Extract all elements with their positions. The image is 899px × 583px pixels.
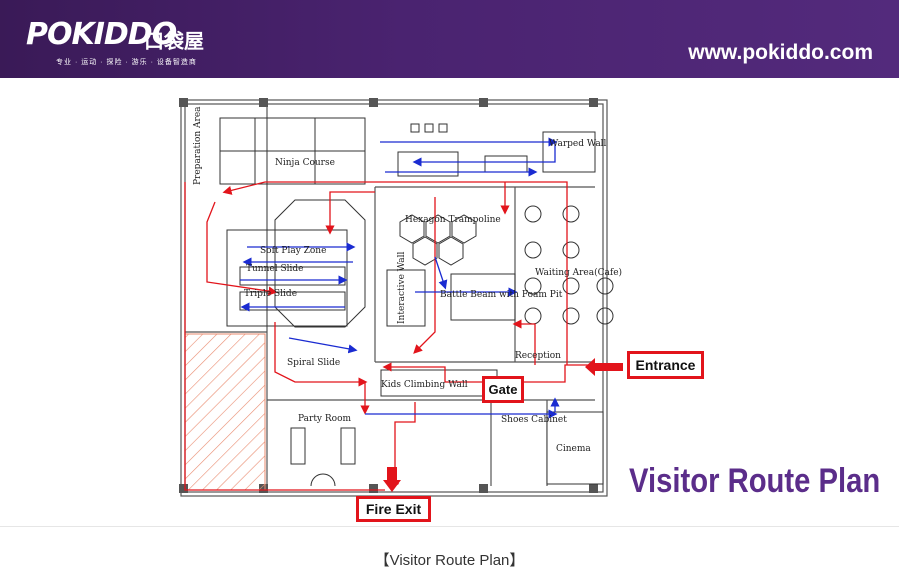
cinema-room xyxy=(546,411,604,485)
label-soft-play-zone: Soft Play Zone xyxy=(260,246,326,256)
caption-divider xyxy=(0,526,899,527)
entrance-callout: Entrance xyxy=(627,351,704,379)
hexagon-trampoline-structure xyxy=(399,214,477,266)
label-hexagon-trampoline: Hexagon Trampoline xyxy=(405,215,501,225)
battle-beam-structure xyxy=(450,273,516,321)
cafe-tables xyxy=(524,205,614,325)
pokiddo-logo[interactable]: POKIDDO 口袋屋 专业 · 运动 · 探险 · 游乐 · 设备智造商 xyxy=(26,17,204,67)
label-cinema: Cinema xyxy=(556,444,591,454)
fire-exit-arrow-icon xyxy=(383,467,401,492)
website-url[interactable]: www.pokiddo.com xyxy=(688,41,873,64)
label-tunnel-slide: Tunnel Slide xyxy=(246,264,303,274)
image-caption: 【Visitor Route Plan】 xyxy=(374,552,525,569)
party-room-tables xyxy=(290,427,356,487)
label-kids-climbing-wall: Kids Climbing Wall xyxy=(381,380,468,390)
site-header: POKIDDO 口袋屋 专业 · 运动 · 探险 · 游乐 · 设备智造商 ww… xyxy=(0,0,899,78)
unused-area-hatched xyxy=(184,333,266,491)
label-ninja-course: Ninja Course xyxy=(275,158,335,168)
label-preparation-area: Preparation Area xyxy=(193,106,203,185)
blue-visitor-route xyxy=(240,137,560,419)
logo-wordmark: POKIDDO xyxy=(26,17,177,52)
label-triple-slide: Triple Slide xyxy=(244,289,297,299)
label-party-room: Party Room xyxy=(298,414,351,424)
interactive-wall-structure xyxy=(386,269,426,327)
red-visitor-route xyxy=(184,181,595,491)
entrance-arrow-icon xyxy=(585,358,623,376)
label-battle-beam: Battle Beam with Foam Pit xyxy=(440,290,563,300)
plan-title: Visitor Route Plan xyxy=(629,462,881,500)
label-spiral-slide: Spiral Slide xyxy=(287,358,340,368)
label-shoes-cabinet: Shoes Cabinet xyxy=(501,415,567,425)
ninja-course-structure xyxy=(219,117,596,185)
label-waiting-area: Waiting Area(Cafe) xyxy=(535,267,622,278)
floor-plan: Preparation Area Ninja Course Warped Wal… xyxy=(115,82,725,520)
label-interactive-wall: Interactive Wall xyxy=(397,252,407,324)
logo-chinese-name: 口袋屋 xyxy=(144,29,204,53)
gate-callout: Gate xyxy=(482,376,524,403)
label-reception: Reception xyxy=(515,351,561,361)
label-warped-wall: Warped Wall xyxy=(549,139,607,149)
fire-exit-callout: Fire Exit xyxy=(356,496,431,522)
logo-tagline: 专业 · 运动 · 探险 · 游乐 · 设备智造商 xyxy=(56,59,197,66)
area-labels: Preparation Area Ninja Course Warped Wal… xyxy=(193,106,622,454)
floor-plan-drawing: Preparation Area Ninja Course Warped Wal… xyxy=(179,98,623,497)
